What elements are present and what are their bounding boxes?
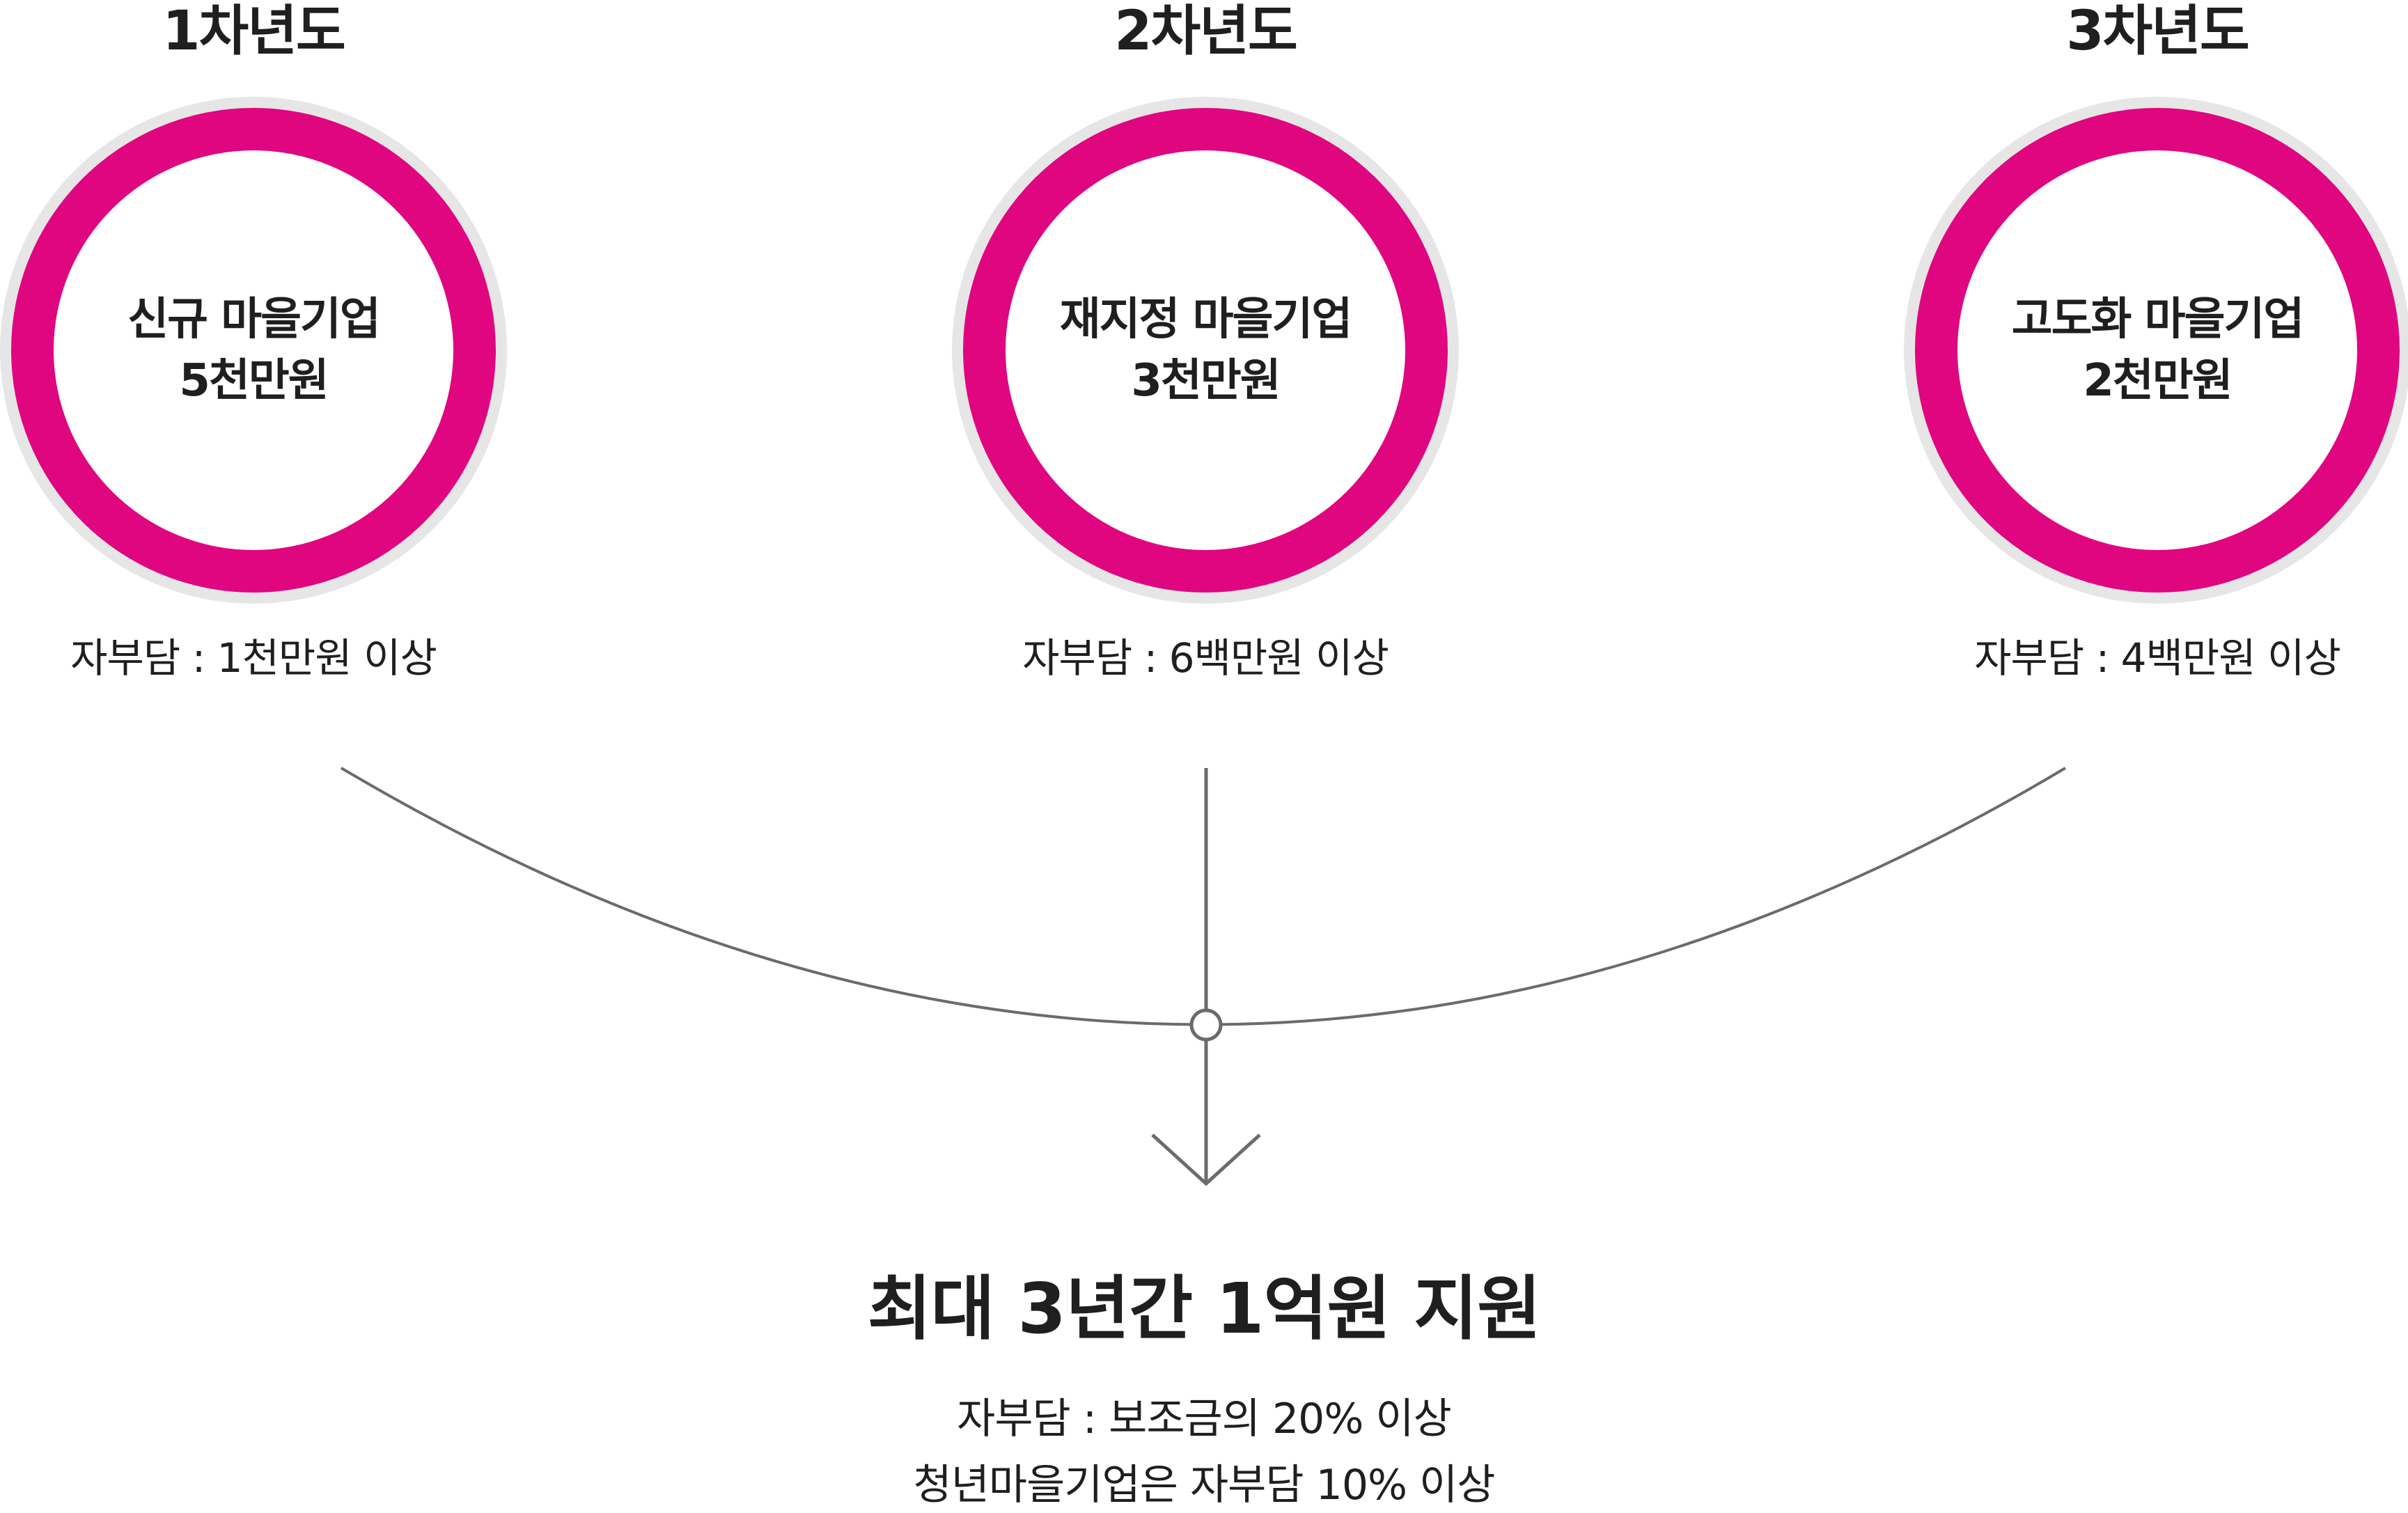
junction-node — [1189, 1008, 1223, 1042]
stage-3-circle: 고도화 마을기업 2천만원 — [1904, 97, 2408, 604]
stage-2-circle: 재지정 마을기업 3천만원 — [952, 97, 1459, 604]
summary-headline: 최대 3년간 1억원 지원 — [867, 1268, 1542, 1349]
stage-2-amount: 3천만원 — [1131, 355, 1281, 407]
stage-3-ring: 고도화 마을기업 2천만원 — [1915, 108, 2400, 593]
stage-1-circle-content: 신규 마을기업 5천만원 — [54, 150, 453, 550]
arrow-down-icon — [1151, 1134, 1261, 1186]
stage-2-type: 재지정 마을기업 — [1059, 294, 1352, 345]
stage-1-year: 1차년도 — [162, 0, 346, 63]
stage-2-circle-content: 재지정 마을기업 3천만원 — [1006, 150, 1405, 550]
stage-2-self-share: 자부담 : 6백만원 이상 — [1022, 634, 1389, 682]
stage-3-circle-content: 고도화 마을기업 2천만원 — [1957, 150, 2357, 550]
merge-curve — [340, 767, 2067, 1026]
stage-1-amount: 5천만원 — [179, 355, 329, 407]
stage-1-type: 신규 마을기업 — [127, 294, 381, 345]
summary-self-share: 자부담 : 보조금의 20% 이상 — [957, 1395, 1452, 1443]
summary-youth-note: 청년마을기업은 자부담 10% 이상 — [913, 1461, 1496, 1510]
stage-2-ring: 재지정 마을기업 3천만원 — [963, 108, 1448, 593]
stage-1-self-share: 자부담 : 1천만원 이상 — [70, 634, 437, 682]
stage-3-year: 3차년도 — [2066, 0, 2250, 63]
stage-3-self-share: 자부담 : 4백만원 이상 — [1974, 634, 2341, 682]
stage-3-amount: 2천만원 — [2083, 355, 2233, 407]
stage-2-year: 2차년도 — [1114, 0, 1298, 63]
stage-1-circle: 신규 마을기업 5천만원 — [0, 97, 507, 604]
stage-3-type: 고도화 마을기업 — [2011, 294, 2304, 345]
stage-1-ring: 신규 마을기업 5천만원 — [11, 108, 496, 593]
